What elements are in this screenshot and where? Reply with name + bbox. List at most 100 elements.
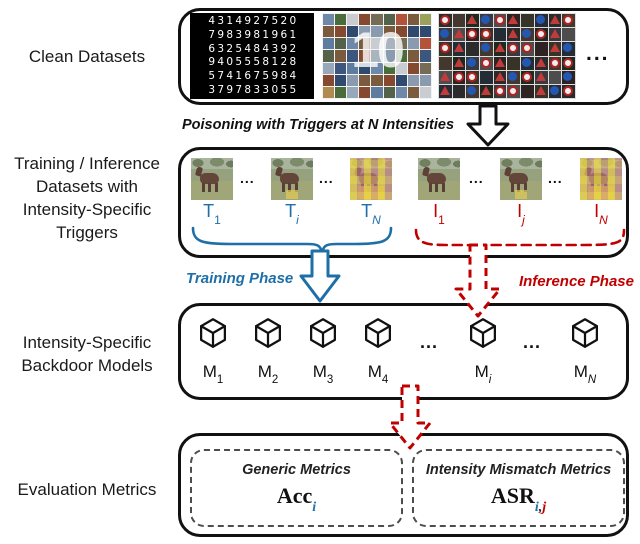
cifar-tile bbox=[407, 50, 419, 62]
mnist-row: 9 4 0 5 5 5 8 1 2 8 bbox=[208, 56, 296, 69]
cifar-tile bbox=[359, 50, 371, 62]
traffic-sign-tile bbox=[466, 28, 480, 42]
ellipsis: ... bbox=[523, 332, 542, 352]
blue-sign-icon bbox=[549, 85, 559, 95]
traffic-sign-tile bbox=[452, 42, 466, 56]
warning-sign-icon bbox=[549, 15, 560, 24]
training-brace-icon bbox=[191, 226, 393, 254]
mnist-row: 5 7 4 1 6 7 5 9 8 4 bbox=[208, 70, 296, 83]
cifar10-watermark: 10 bbox=[351, 22, 405, 78]
cifar-tile bbox=[407, 14, 419, 26]
traffic-sign-tile bbox=[521, 70, 534, 84]
training-phase-label: Training Phase bbox=[186, 270, 294, 287]
cifar-tile bbox=[371, 86, 383, 98]
cifar-tile bbox=[323, 14, 335, 26]
cifar-tile bbox=[419, 74, 431, 86]
traffic-sign-tile bbox=[480, 14, 493, 28]
cifar-tile bbox=[419, 14, 431, 26]
cifar-tile bbox=[323, 62, 335, 74]
warning-sign-icon bbox=[481, 85, 492, 95]
traffic-sign-tile bbox=[507, 84, 521, 98]
traffic-sign-tile bbox=[562, 84, 575, 98]
cifar-tile bbox=[359, 14, 371, 26]
poisoned-sample-thumbnail-tn bbox=[350, 158, 392, 200]
generic-metrics-title: Generic Metrics bbox=[242, 462, 351, 479]
speed-sign-icon bbox=[563, 15, 574, 25]
mnist-sample-grid: 4 3 1 4 9 2 7 5 2 0 7 9 8 3 9 8 1 9 6 1 … bbox=[190, 13, 314, 99]
intensity-label-i1: I1 bbox=[433, 201, 445, 227]
traffic-sign-tile bbox=[493, 28, 507, 42]
blue-sign-icon bbox=[481, 15, 491, 24]
traffic-sign-tile bbox=[534, 28, 548, 42]
cifar-tile bbox=[335, 26, 347, 38]
traffic-sign-tile bbox=[466, 42, 480, 56]
warning-sign-icon bbox=[549, 43, 560, 53]
traffic-sign-tile bbox=[521, 28, 534, 42]
traffic-sign-tile bbox=[534, 84, 548, 98]
cifar-tile bbox=[407, 86, 419, 98]
traffic-sign-tile bbox=[548, 56, 562, 70]
blue-sign-icon bbox=[467, 85, 477, 95]
cifar-tile bbox=[323, 50, 335, 62]
blue-sign-icon bbox=[467, 57, 477, 67]
intensity-label-ij: Ij bbox=[517, 201, 525, 227]
cifar-tile bbox=[395, 14, 407, 26]
model-label-m2: M2 bbox=[257, 362, 279, 387]
model-label-mn: MN bbox=[573, 362, 597, 387]
traffic-sign-tile bbox=[439, 14, 452, 28]
poisoning-caption: Poisoning with Triggers at N Intensities bbox=[182, 117, 455, 133]
warning-sign-icon bbox=[494, 57, 505, 67]
warning-sign-icon bbox=[535, 71, 546, 81]
traffic-sign-tile bbox=[534, 14, 548, 28]
trigger-label-ti: Ti bbox=[285, 201, 299, 227]
cifar-tile bbox=[419, 50, 431, 62]
cifar-tile bbox=[395, 62, 407, 74]
warning-sign-icon bbox=[467, 15, 478, 24]
warning-sign-icon bbox=[453, 29, 464, 39]
traffic-sign-tile bbox=[480, 28, 493, 42]
traffic-sign-tile bbox=[548, 70, 562, 84]
cifar-tile bbox=[335, 50, 347, 62]
speed-sign-icon bbox=[481, 29, 492, 40]
traffic-sign-tile bbox=[493, 56, 507, 70]
cifar-tile bbox=[419, 38, 431, 50]
speed-sign-icon bbox=[522, 71, 533, 82]
trigger-label-t1: T1 bbox=[203, 201, 221, 227]
cifar-tile bbox=[347, 62, 359, 74]
mismatch-metrics-title: Intensity Mismatch Metrics bbox=[425, 462, 612, 479]
cifar-tile bbox=[347, 38, 359, 50]
cifar-tile bbox=[323, 26, 335, 38]
traffic-sign-tile bbox=[521, 84, 534, 98]
traffic-sign-tile bbox=[452, 70, 466, 84]
warning-sign-icon bbox=[494, 71, 505, 81]
traffic-sign-tile bbox=[452, 28, 466, 42]
traffic-sign-tile bbox=[534, 42, 548, 56]
poisoned-sample-thumbnail-ti bbox=[271, 158, 313, 200]
cifar-tile bbox=[323, 74, 335, 86]
mnist-row: 3 7 9 7 8 3 3 0 5 5 bbox=[208, 83, 296, 96]
poisoned-sample-thumbnail-ij bbox=[500, 158, 542, 200]
warning-sign-icon bbox=[549, 29, 560, 39]
cifar-tile bbox=[371, 14, 383, 26]
cifar-tile bbox=[335, 86, 347, 98]
traffic-sign-tile bbox=[466, 14, 480, 28]
speed-sign-icon bbox=[467, 71, 478, 82]
traffic-sign-tile bbox=[452, 56, 466, 70]
cifar-tile bbox=[359, 86, 371, 98]
model-cube-icon bbox=[310, 318, 336, 348]
cifar-tile bbox=[383, 50, 395, 62]
cifar-tile bbox=[359, 26, 371, 38]
cifar-tile bbox=[395, 86, 407, 98]
blue-sign-icon bbox=[440, 29, 449, 39]
training-phase-arrow-icon bbox=[299, 249, 341, 303]
traffic-sign-tile bbox=[493, 14, 507, 28]
cifar-tile bbox=[359, 38, 371, 50]
datasets-label-line3: Intensity-Specific bbox=[22, 200, 152, 219]
model-cube-icon bbox=[572, 318, 598, 348]
traffic-sign-tile bbox=[493, 70, 507, 84]
generic-metrics-formula: Acci bbox=[276, 483, 317, 515]
traffic-sign-tile bbox=[439, 56, 452, 70]
traffic-sign-tile bbox=[466, 70, 480, 84]
blue-sign-icon bbox=[535, 15, 545, 24]
